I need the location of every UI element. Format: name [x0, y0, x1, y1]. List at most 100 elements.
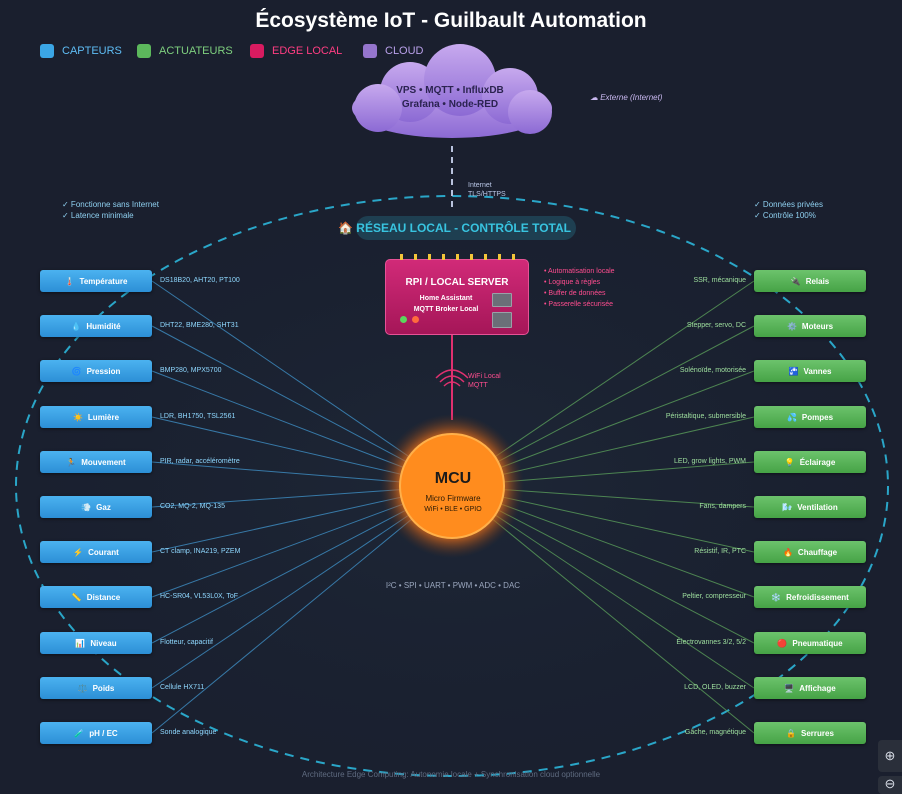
mcu-features: WiFi • BLE • GPIO	[424, 506, 482, 513]
cloud-services: VPS • MQTT • InfluxDB Grafana • Node-RED	[380, 84, 520, 112]
actuator-description: LED, grow lights, PWM	[674, 458, 746, 465]
gaz-icon: 💨	[81, 502, 92, 512]
local-network-title: 🏠 RÉSEAU LOCAL - CONTRÔLE TOTAL	[338, 221, 588, 235]
note-private: ✓ Données privées	[754, 200, 823, 209]
rpi-local-server: RPI / LOCAL SERVER Home Assistant MQTT B…	[385, 254, 529, 335]
vannes-icon: 🚰	[788, 366, 799, 376]
actuator-description: Fans, dampers	[699, 503, 746, 510]
gpio-pin	[442, 254, 445, 260]
actuator-node-pneumatique[interactable]: 🔴Pneumatique	[754, 632, 866, 654]
chauffage-icon: 🔥	[782, 547, 793, 557]
actuator-label: Refroidissement	[786, 592, 849, 602]
actuator-node-affichage[interactable]: 🖥️Affichage	[754, 677, 866, 699]
actuator-label: Pneumatique	[792, 638, 843, 648]
legend-edge-local: EDGE LOCAL	[250, 44, 342, 58]
rpi-mqtt-broker: MQTT Broker Local	[413, 306, 479, 313]
sensor-label: Mouvement	[81, 457, 126, 467]
actuator-node-pompes[interactable]: 💦Pompes	[754, 406, 866, 428]
actuator-description: SSR, mécanique	[693, 277, 746, 284]
refroidissement-icon: ❄️	[771, 592, 782, 602]
wifi-link-label: WiFi Local MQTT	[468, 372, 501, 390]
actuator-node-serrures[interactable]: 🔒Serrures	[754, 722, 866, 744]
zoom-out-button[interactable]: ⊖	[878, 776, 902, 794]
actuator-node-moteurs[interactable]: ⚙️ Moteurs	[754, 315, 866, 337]
actuator-label: Éclairage	[799, 457, 836, 467]
sensor-description: CO2, MQ-2, MQ-135	[160, 503, 225, 510]
actuator-node-refroidissement[interactable]: ❄️ Refroidissement	[754, 586, 866, 608]
page-title: Écosystème IoT - Guilbault Automation	[255, 9, 647, 32]
usb-port-icon	[492, 293, 512, 307]
sensor-node-niveau[interactable]: 📊Niveau	[40, 632, 152, 654]
external-note: ☁ Externe (Internet)	[590, 93, 663, 102]
eclairage-icon: 💡	[784, 457, 795, 467]
gpio-pin	[414, 254, 417, 260]
actuator-description: Résistif, IR, PTC	[694, 548, 746, 555]
wifi-icon	[435, 369, 469, 387]
right-notes: ✓ Données privées ✓ Contrôle 100%	[754, 199, 823, 221]
legend-actuateurs: ACTUATEURS	[137, 44, 233, 58]
zoom-in-button[interactable]: ⊕	[878, 740, 902, 772]
temperature-icon: 🌡️	[64, 276, 75, 286]
gpio-pin	[400, 254, 403, 260]
mouvement-icon: 🏃	[66, 457, 77, 467]
moteurs-icon: ⚙️	[786, 321, 797, 331]
pression-icon: 🌀	[71, 366, 82, 376]
sensor-node-mouvement[interactable]: 🏃 Mouvement	[40, 451, 152, 473]
actuator-label: Moteurs	[801, 321, 834, 331]
actuator-node-eclairage[interactable]: 💡 Éclairage	[754, 451, 866, 473]
status-led-green	[400, 316, 407, 323]
gpio-pin	[456, 254, 459, 260]
actuator-label: Ventilation	[797, 502, 838, 512]
sensor-node-ph-ec[interactable]: 🧪pH / EC	[40, 722, 152, 744]
sensor-label: Gaz	[96, 502, 111, 512]
tls-label: TLS/HTTPS	[468, 191, 506, 198]
actuator-label: Serrures	[801, 728, 834, 738]
sensor-node-temperature[interactable]: 🌡️ Température	[40, 270, 152, 292]
humidite-icon: 💧	[71, 321, 82, 331]
sensor-description: Cellule HX711	[160, 684, 205, 691]
gpio-pin	[512, 254, 515, 260]
sensor-label: Humidité	[86, 321, 121, 331]
gpio-pin	[428, 254, 431, 260]
sensor-label: Courant	[88, 547, 119, 557]
sensor-label: Température	[79, 276, 128, 286]
legend-capteurs: CAPTEURS	[40, 44, 122, 58]
actuator-node-relais[interactable]: 🔌 Relais	[754, 270, 866, 292]
actuator-node-chauffage[interactable]: 🔥Chauffage	[754, 541, 866, 563]
sensor-description: Sonde analogique	[160, 729, 217, 736]
legend-label: ACTUATEURS	[159, 45, 233, 57]
feature-rules: • Logique à règles	[544, 279, 601, 286]
sensor-label: pH / EC	[89, 728, 118, 738]
sensor-node-lumiere[interactable]: ☀️Lumière	[40, 406, 152, 428]
sensor-description: DS18B20, AHT20, PT100	[160, 277, 240, 284]
relais-icon: 🔌	[790, 276, 801, 286]
sensor-node-pression[interactable]: 🌀Pression	[40, 360, 152, 382]
actuator-description: LCD, OLED, buzzer	[684, 684, 746, 691]
actuator-description: Peltier, compresseur	[682, 593, 746, 600]
sensor-node-courant[interactable]: ⚡ Courant	[40, 541, 152, 563]
internet-link-label: Internet TLS/HTTPS	[468, 181, 506, 199]
sensor-node-distance[interactable]: 📏Distance	[40, 586, 152, 608]
actuator-label: Vannes	[803, 366, 832, 376]
sensor-node-gaz[interactable]: 💨 Gaz	[40, 496, 152, 518]
note-control: ✓ Contrôle 100%	[754, 211, 816, 220]
sensor-node-poids[interactable]: ⚖️Poids	[40, 677, 152, 699]
pompes-icon: 💦	[786, 412, 797, 422]
legend-swatch	[40, 44, 54, 58]
feature-buffer: • Buffer de données	[544, 290, 606, 297]
actuator-node-ventilation[interactable]: 🌬️Ventilation	[754, 496, 866, 518]
actuator-label: Relais	[805, 276, 830, 286]
actuator-node-vannes[interactable]: 🚰 Vannes	[754, 360, 866, 382]
legend-label: EDGE LOCAL	[272, 45, 343, 57]
cloud-shape	[352, 44, 552, 138]
sensor-node-humidite[interactable]: 💧 Humidité	[40, 315, 152, 337]
sensor-description: BMP280, MPX5700	[160, 367, 222, 374]
local-network-label: RÉSEAU LOCAL - CONTRÔLE TOTAL	[356, 221, 571, 235]
courant-icon: ⚡	[73, 547, 84, 557]
sensor-label: Lumière	[87, 412, 120, 422]
poids-icon: ⚖️	[77, 683, 88, 693]
rpi-title: RPI / LOCAL SERVER	[405, 277, 509, 288]
wifi-local-label: WiFi Local	[468, 373, 501, 380]
